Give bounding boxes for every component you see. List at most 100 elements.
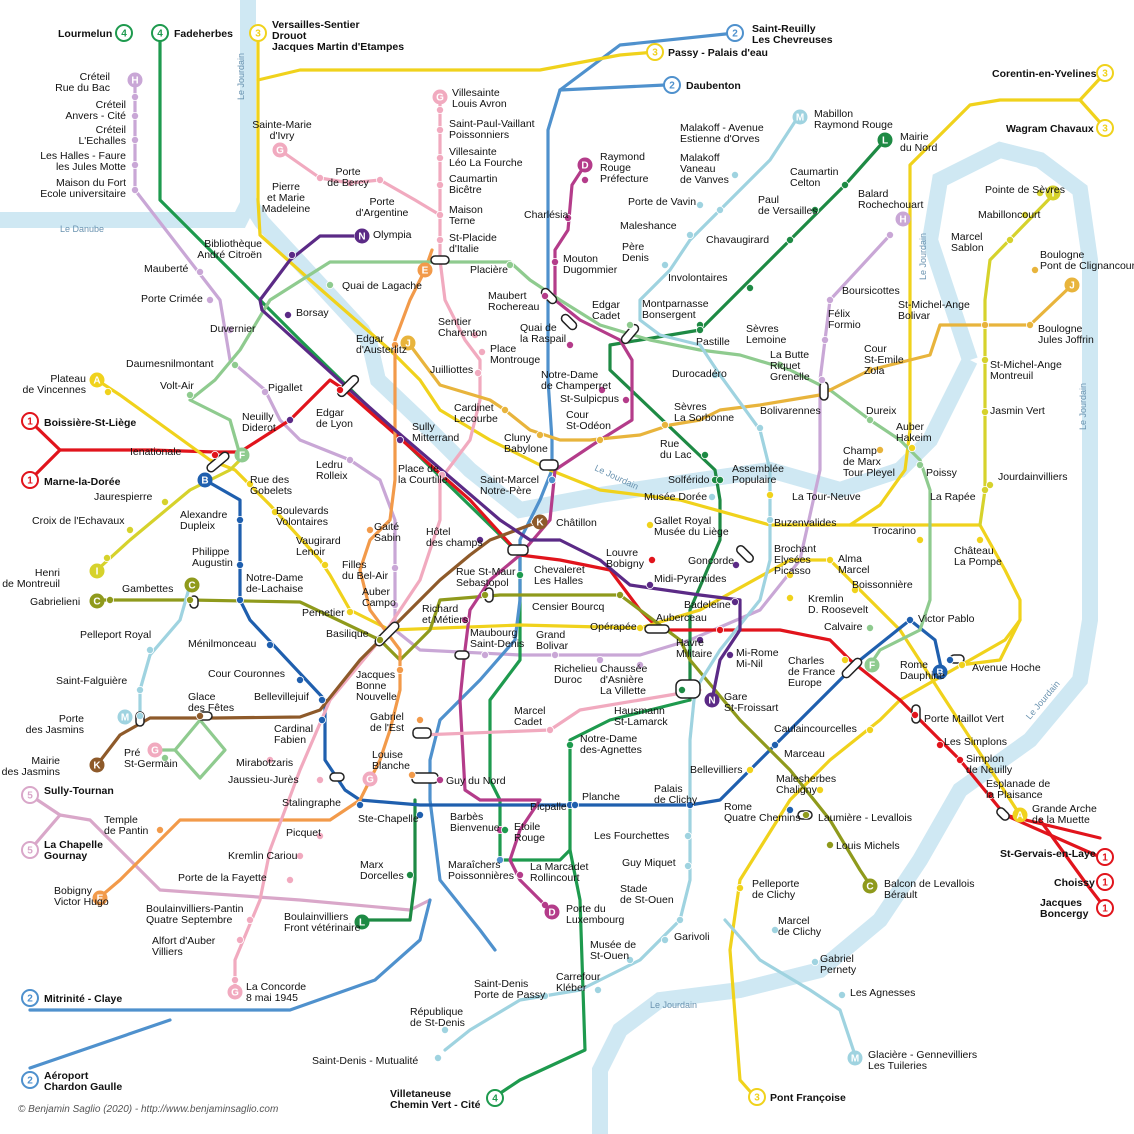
station-dot[interactable] [104,387,113,396]
line-letter-badge-icon[interactable] [127,72,143,88]
line-letter-badge-icon[interactable] [862,878,878,894]
station-dot[interactable] [866,624,875,633]
station-dot[interactable] [160,497,169,506]
station-dot[interactable] [500,405,509,414]
line-letter-badge-icon[interactable] [197,472,213,488]
station-dot[interactable] [126,526,135,535]
station-dot[interactable] [686,801,695,810]
station-dot[interactable] [818,375,827,384]
station-dot[interactable] [594,986,603,995]
station-dot[interactable] [295,852,304,861]
station-dot[interactable] [626,320,635,329]
line-badge-icon[interactable] [1096,899,1114,917]
station-dot[interactable] [716,475,725,484]
station-dot[interactable] [541,992,550,1001]
station-dot[interactable] [826,556,835,565]
station-dot[interactable] [145,646,154,655]
station-dot[interactable] [776,360,785,369]
station-dot[interactable] [811,958,820,967]
line-badge-icon[interactable] [21,786,39,804]
station-dot[interactable] [676,916,685,925]
station-dot[interactable] [355,801,364,810]
station-dot[interactable] [480,591,489,600]
station-dot[interactable] [616,591,625,600]
station-dot[interactable] [876,445,885,454]
line-letter-badge-icon[interactable] [92,890,108,906]
station-dot[interactable] [716,205,725,214]
station-dot[interactable] [766,490,775,499]
station-dot[interactable] [440,1026,449,1035]
station-dot[interactable] [477,347,486,356]
line-letter-badge-icon[interactable] [432,89,448,105]
station-dot[interactable] [731,170,740,179]
station-dot[interactable] [390,564,399,573]
line-badge-icon[interactable] [21,412,39,430]
station-dot[interactable] [270,507,279,516]
station-dot[interactable] [435,153,444,162]
line-letter-badge-icon[interactable] [147,742,163,758]
line-badge-icon[interactable] [663,76,681,94]
station-dot[interactable] [816,786,825,795]
station-dot[interactable] [287,250,296,259]
line-letter-badge-icon[interactable] [1012,807,1028,823]
station-dot[interactable] [936,741,945,750]
station-dot[interactable] [235,561,244,570]
station-dot[interactable] [976,536,985,545]
station-dot[interactable] [802,811,811,820]
station-dot[interactable] [265,756,274,765]
station-dot[interactable] [415,716,424,725]
line-letter-badge-icon[interactable] [89,563,105,579]
station-dot[interactable] [516,871,525,880]
line-letter-badge-icon[interactable] [877,132,893,148]
station-dot[interactable] [1021,210,1030,219]
line-badge-icon[interactable] [115,24,133,42]
station-dot[interactable] [155,826,164,835]
station-dot[interactable] [851,586,860,595]
station-dot[interactable] [395,435,404,444]
station-dot[interactable] [911,711,920,720]
station-dot[interactable] [185,596,194,605]
line-badge-icon[interactable] [1096,119,1114,137]
station-dot[interactable] [598,385,607,394]
line-letter-badge-icon[interactable] [89,757,105,773]
station-dot[interactable] [546,726,555,735]
line-badge-icon[interactable] [646,43,664,61]
station-dot[interactable] [375,636,384,645]
station-dot[interactable] [636,661,645,670]
station-dot[interactable] [225,325,234,334]
station-dot[interactable] [315,173,324,182]
station-dot[interactable] [696,200,705,209]
station-dot[interactable] [516,571,525,580]
station-dot[interactable] [956,756,965,765]
station-dot[interactable] [395,666,404,675]
line-letter-badge-icon[interactable] [1045,185,1061,201]
station-dot[interactable] [708,492,717,501]
station-dot[interactable] [345,455,354,464]
station-dot[interactable] [365,526,374,535]
station-dot[interactable] [711,370,720,379]
line-letter-badge-icon[interactable] [704,692,720,708]
line-badge-icon[interactable] [21,989,39,1007]
station-dot[interactable] [500,826,509,835]
station-dot[interactable] [636,624,645,633]
station-dot[interactable] [986,480,995,489]
station-dot[interactable] [230,360,239,369]
line-badge-icon[interactable] [748,1088,766,1106]
station-dot[interactable] [916,460,925,469]
station-dot[interactable] [821,335,830,344]
station-dot[interactable] [1006,235,1015,244]
station-dot[interactable] [786,235,795,244]
station-dot[interactable] [473,368,482,377]
line-letter-badge-icon[interactable] [89,372,105,388]
station-dot[interactable] [475,536,484,545]
station-dot[interactable] [315,776,324,785]
line-letter-badge-icon[interactable] [227,984,243,1000]
station-dot[interactable] [345,608,354,617]
station-dot[interactable] [841,180,850,189]
station-dot[interactable] [541,291,550,300]
line-letter-badge-icon[interactable] [792,109,808,125]
station-dot[interactable] [470,330,479,339]
station-dot[interactable] [686,230,695,239]
station-dot[interactable] [596,656,605,665]
station-dot[interactable] [106,596,115,605]
